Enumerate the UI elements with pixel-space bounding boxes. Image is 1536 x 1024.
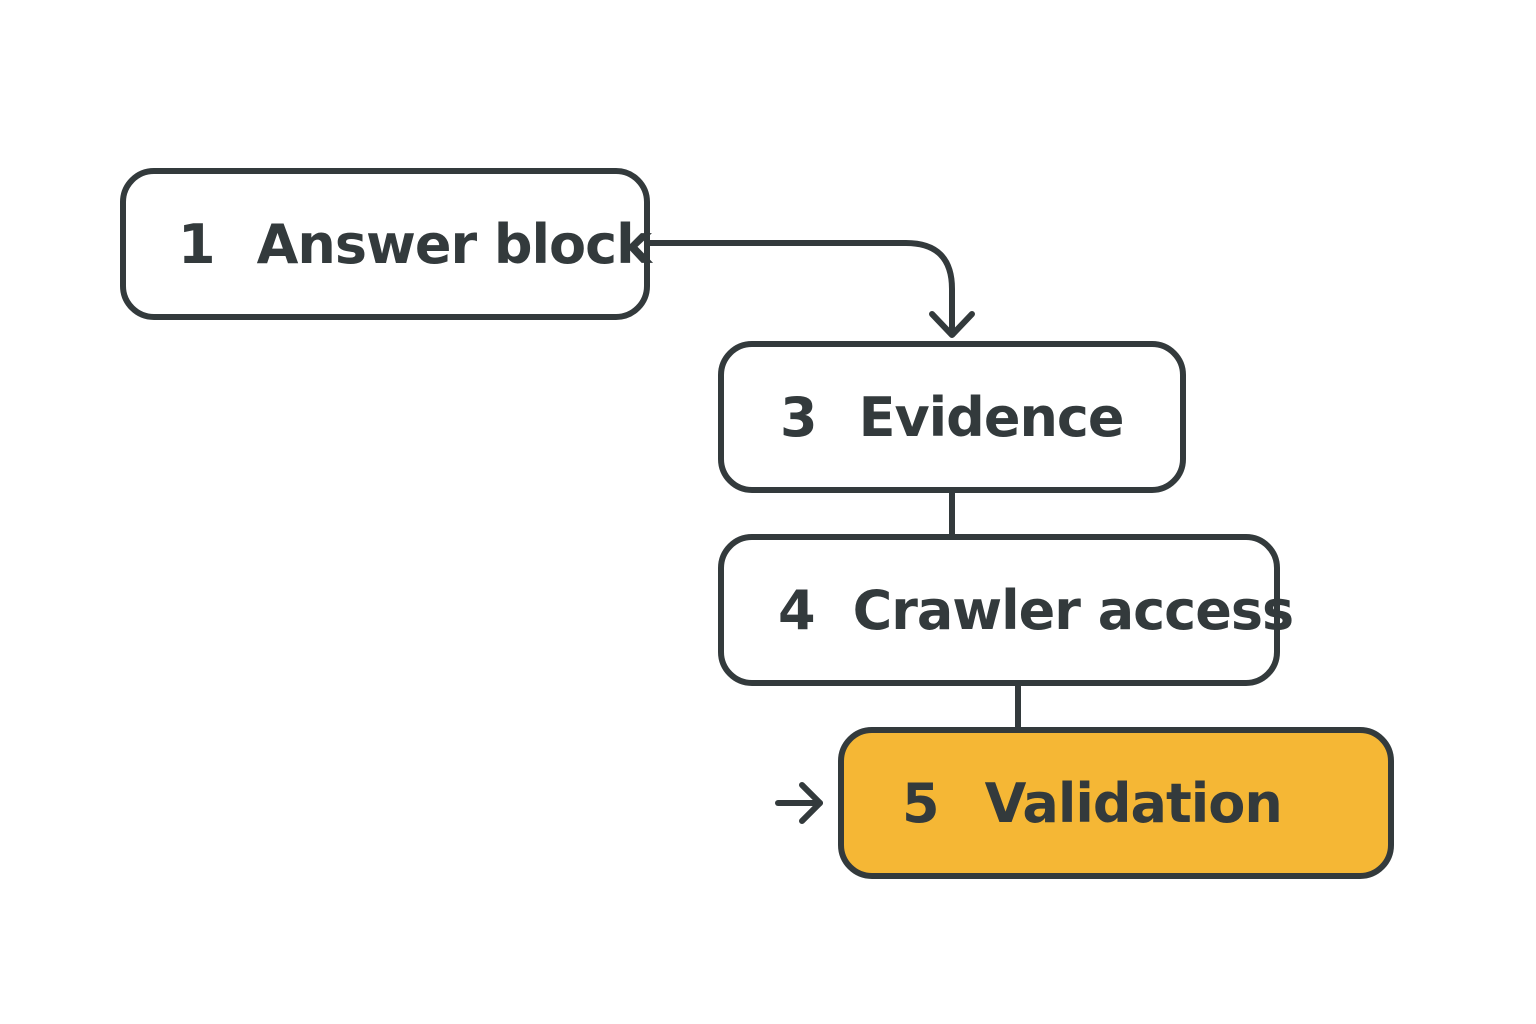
- step-number: 4: [778, 578, 816, 642]
- step-label: Validation: [984, 771, 1283, 835]
- step-label: Crawler access: [852, 578, 1295, 642]
- step-validation: 5 Validation: [838, 727, 1394, 879]
- step-number: 3: [780, 385, 818, 449]
- step-number: 1: [178, 212, 216, 276]
- step-crawler-access: 4 Crawler access: [718, 534, 1294, 686]
- connector-1-to-3: [647, 240, 955, 336]
- arrow-down-icon: [929, 311, 975, 338]
- step-label: Evidence: [858, 385, 1125, 449]
- step-evidence: 3 Evidence: [718, 341, 1186, 493]
- step-answer-block: 1 Answer block: [120, 168, 653, 320]
- step-number: 5: [902, 771, 940, 835]
- step-label: Answer block: [256, 212, 653, 276]
- arrow-right-icon: [775, 782, 823, 824]
